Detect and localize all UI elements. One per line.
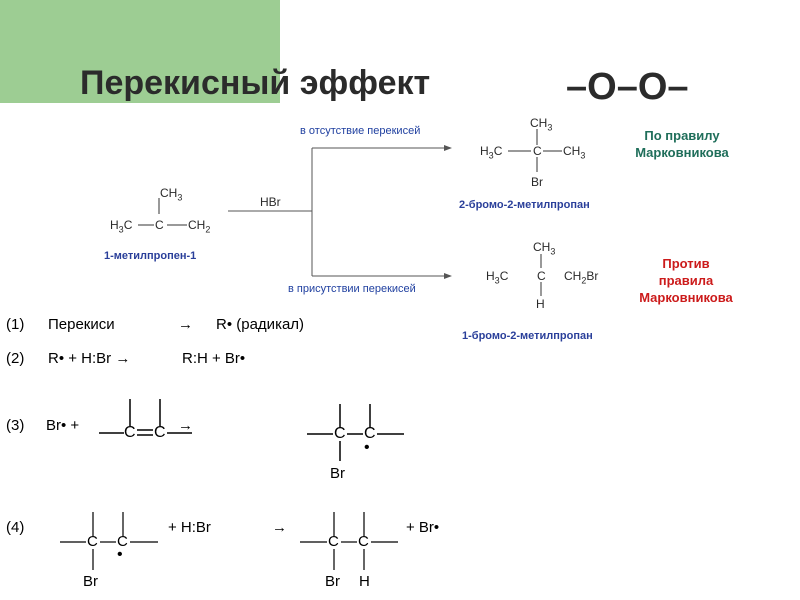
product2-left-group: H3C <box>486 269 509 286</box>
step4-product-carbon-1: C <box>328 533 339 550</box>
product1-name: 2-бромо-2-метилпропан <box>459 199 590 211</box>
slide-title: Перекисный эффект <box>80 64 431 102</box>
product1-bottom-atom: Br <box>531 175 543 189</box>
step4-reagent: + H:Br <box>168 519 211 536</box>
step4-radical-bromine: Br <box>83 573 98 590</box>
step3-radical-dot: • <box>364 439 370 456</box>
product1-center-atom: C <box>533 144 542 158</box>
step1-number: (1) <box>6 316 25 333</box>
product2-bottom-atom: H <box>536 297 545 311</box>
reactant-left-group: H3C <box>110 218 133 235</box>
reactant-center-atom: C <box>155 218 164 232</box>
reactant-name: 1-метилпропен-1 <box>104 250 197 262</box>
step3-number: (3) <box>6 417 25 434</box>
step2-number: (2) <box>6 350 25 367</box>
step2-products: R:H + Br• <box>182 350 246 367</box>
step4-radical-dot: • <box>117 546 123 563</box>
decorative-green-block <box>0 0 280 103</box>
markovnikov-rule-note: По правилу Марковникова <box>635 128 729 160</box>
product1-left-group: H3C <box>480 144 503 161</box>
step3-product-carbon-2: C <box>364 425 376 442</box>
peroxide-formula: –O–O– <box>566 66 689 108</box>
reactant-top-group: CH3 <box>160 186 183 203</box>
condition-present-label: в присутствии перекисей <box>288 283 416 295</box>
step4-product-carbon-2: C <box>358 533 369 550</box>
step3-alkene-carbon-1: C <box>124 424 136 441</box>
condition-absent-label: в отсутствие перекисей <box>300 125 421 137</box>
product2-top-group: CH3 <box>533 240 556 257</box>
step4-arrow: → <box>272 519 287 536</box>
reactant-right-group: CH2 <box>188 218 211 235</box>
step3-alkene-carbon-2: C <box>154 424 166 441</box>
step1-arrow: → <box>178 316 193 333</box>
step2-reactants: R• + H:Br → <box>48 350 131 367</box>
step4-product-hydrogen: H <box>359 573 370 590</box>
product2-center-atom: C <box>537 269 546 283</box>
step4-radical-carbon-2: C <box>117 533 128 550</box>
product2-name: 1-бромо-2-метилпропан <box>462 330 593 342</box>
step3-arrow: → <box>178 417 193 434</box>
step1-reactant: Перекиси <box>48 316 115 333</box>
step4-byproduct: + Br• <box>406 519 440 536</box>
product2-right-group: CH2Br <box>564 269 599 286</box>
anti-markovnikov-note: Против правила Марковникова <box>639 256 733 305</box>
step3-product-carbon-1: C <box>334 425 346 442</box>
step3-product-bromine: Br <box>330 465 345 482</box>
reagent-label: HBr <box>260 195 281 209</box>
step4-number: (4) <box>6 519 25 536</box>
product1-top-group: CH3 <box>530 116 553 133</box>
step3-reactant: Br• + <box>46 417 80 434</box>
step1-product: R• (радикал) <box>216 316 305 333</box>
product1-right-group: CH3 <box>563 144 586 161</box>
step4-product-bromine: Br <box>325 573 340 590</box>
step4-radical-carbon-1: C <box>87 533 98 550</box>
